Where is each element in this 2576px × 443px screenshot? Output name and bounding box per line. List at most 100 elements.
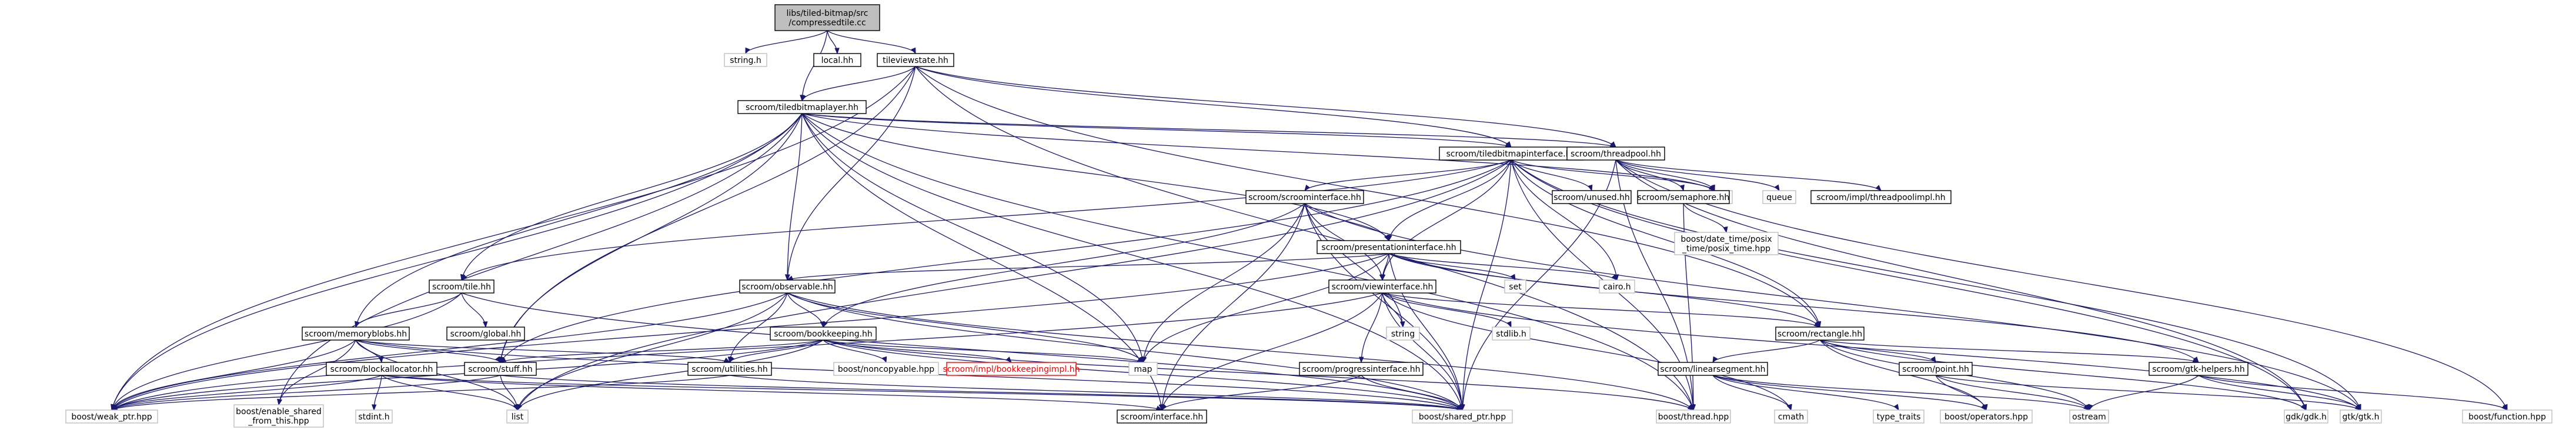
node-label: scroom/gtk-helpers.hh bbox=[2152, 365, 2245, 374]
node-utilities[interactable]: scroom/utilities.hh bbox=[687, 362, 772, 376]
node-string_h[interactable]: string.h bbox=[724, 53, 767, 67]
node-operators[interactable]: boost/operators.hpp bbox=[1940, 409, 2033, 424]
arrowhead-icon bbox=[1983, 404, 1988, 411]
node-presentationinterface[interactable]: scroom/presentationinterface.hh bbox=[1317, 240, 1461, 254]
arrowhead-icon bbox=[1875, 185, 1882, 191]
node-posix_time[interactable]: boost/date_time/posix_time/posix_time.hp… bbox=[1674, 232, 1779, 255]
edge-bookkeeping-to-map bbox=[823, 339, 1144, 363]
node-label: stdint.h bbox=[358, 412, 389, 422]
edge-tiledbitmaplayer-to-shared_ptr bbox=[801, 113, 1463, 411]
node-local_hh[interactable]: local.hh bbox=[813, 53, 861, 67]
node-label: scroom/unused.hh bbox=[1553, 193, 1630, 202]
edge-gtkhelpers-to-gtk bbox=[2198, 375, 2361, 411]
edge-presentationinterface-to-observable bbox=[787, 253, 1389, 281]
edge-memoryblobs-to-stuff bbox=[355, 339, 501, 363]
node-rectangle[interactable]: scroom/rectangle.hh bbox=[1775, 327, 1865, 341]
node-tiledbitmaplayer[interactable]: scroom/tiledbitmaplayer.hh bbox=[737, 100, 867, 114]
node-weak_ptr[interactable]: boost/weak_ptr.hpp bbox=[65, 409, 158, 424]
node-scroominterface[interactable]: scroom/scroominterface.hh bbox=[1245, 190, 1364, 204]
arrowhead-icon bbox=[2356, 404, 2361, 411]
node-tileviewstate[interactable]: tileviewstate.hh bbox=[877, 53, 954, 67]
arrowhead-icon bbox=[483, 321, 488, 328]
node-observable[interactable]: scroom/observable.hh bbox=[739, 279, 836, 294]
edge-viewinterface-to-weak_ptr bbox=[111, 292, 1383, 411]
node-unused[interactable]: scroom/unused.hh bbox=[1552, 190, 1632, 204]
node-set[interactable]: set bbox=[1504, 279, 1526, 294]
node-string[interactable]: string bbox=[1386, 327, 1420, 341]
node-list[interactable]: list bbox=[506, 409, 529, 424]
node-linearsegment[interactable]: scroom/linearsegment.hh bbox=[1658, 362, 1768, 376]
arrowhead-icon bbox=[355, 321, 360, 328]
node-thread[interactable]: boost/thread.hpp bbox=[1656, 409, 1731, 424]
node-map[interactable]: map bbox=[1128, 362, 1158, 376]
edge-viewinterface-to-stdlib bbox=[1382, 292, 1512, 328]
node-tile[interactable]: scroom/tile.hh bbox=[429, 279, 495, 294]
edge-tile-to-memoryblobs bbox=[355, 292, 462, 328]
arrowhead-icon bbox=[499, 357, 507, 363]
node-queue[interactable]: queue bbox=[1762, 190, 1796, 204]
node-label: boost/operators.hpp bbox=[1944, 412, 2028, 422]
node-bookkeeping[interactable]: scroom/bookkeeping.hh bbox=[770, 327, 877, 341]
edge-linearsegment-to-cmath bbox=[1712, 375, 1792, 411]
node-threadpoolimpl[interactable]: scroom/impl/threadpoolimpl.hh bbox=[1810, 190, 1952, 204]
edge-utilities-to-weak_ptr bbox=[111, 375, 730, 411]
arrowhead-icon bbox=[882, 356, 887, 364]
node-stuff[interactable]: scroom/stuff.hh bbox=[464, 362, 537, 376]
node-cairo[interactable]: cairo.h bbox=[1599, 279, 1635, 294]
node-tiledbitmapinterface[interactable]: scroom/tiledbitmapinterface.hh bbox=[1439, 146, 1583, 161]
node-box bbox=[1674, 232, 1779, 255]
node-function[interactable]: boost/function.hpp bbox=[2462, 409, 2552, 424]
node-box bbox=[1552, 190, 1632, 204]
node-box bbox=[724, 53, 767, 67]
edge-point-to-gtk bbox=[1935, 375, 2361, 411]
node-memoryblobs[interactable]: scroom/memoryblobs.hh bbox=[302, 327, 410, 341]
node-box bbox=[770, 327, 877, 341]
node-box bbox=[1245, 190, 1364, 204]
node-label: scroom/progressinterface.hh bbox=[1302, 365, 1421, 374]
edge-tiledbitmaplayer-to-weak_ptr bbox=[111, 113, 803, 411]
node-threadpool[interactable]: scroom/threadpool.hh bbox=[1566, 146, 1665, 161]
node-shared_ptr[interactable]: boost/shared_ptr.hpp bbox=[1412, 409, 1513, 424]
node-interface[interactable]: scroom/interface.hh bbox=[1117, 409, 1207, 424]
edge-tiledbitmaplayer-to-enable_shared bbox=[278, 113, 803, 405]
node-ostream[interactable]: ostream bbox=[2069, 409, 2109, 424]
node-box bbox=[1873, 409, 1925, 424]
node-label: scroom/viewinterface.hh bbox=[1332, 282, 1434, 292]
node-enable_shared[interactable]: boost/enable_shared_from_this.hpp bbox=[233, 404, 324, 428]
node-label: boost/thread.hpp bbox=[1658, 412, 1729, 422]
node-viewinterface[interactable]: scroom/viewinterface.hh bbox=[1328, 279, 1436, 294]
edge-memoryblobs-to-utilities bbox=[355, 339, 730, 363]
node-box bbox=[1637, 190, 1730, 204]
arrowhead-icon bbox=[1458, 404, 1464, 411]
arrowhead-icon bbox=[1506, 321, 1512, 328]
arrowhead-icon bbox=[1304, 184, 1311, 192]
edge-presentationinterface-to-map bbox=[1142, 253, 1389, 363]
node-noncopyable[interactable]: boost/noncopyable.hpp bbox=[833, 362, 939, 376]
node-point[interactable]: scroom/point.hh bbox=[1899, 362, 1973, 376]
node-stdint[interactable]: stdint.h bbox=[355, 409, 393, 424]
node-bookkeepingimpl[interactable]: scroom/impl/bookkeepingimpl.hh bbox=[943, 362, 1080, 376]
node-box bbox=[737, 100, 867, 114]
edge-tile-to-weak_ptr bbox=[111, 292, 462, 411]
node-label: scroom/stuff.hh bbox=[468, 365, 532, 374]
node-global[interactable]: scroom/global.hh bbox=[446, 327, 525, 341]
edge-tiledbitmapinterface-to-scroominterface bbox=[1304, 159, 1512, 191]
node-gtk[interactable]: gtk/gtk.h bbox=[2340, 409, 2382, 424]
node-cmath[interactable]: cmath bbox=[1774, 409, 1808, 424]
edge-tiledbitmapinterface-to-gdk bbox=[1511, 159, 2307, 411]
arrowhead-icon bbox=[461, 274, 467, 281]
node-gdk[interactable]: gdk/gdk.h bbox=[2284, 409, 2328, 424]
node-blockallocator[interactable]: scroom/blockallocator.hh bbox=[326, 362, 437, 376]
node-stdlib[interactable]: stdlib.h bbox=[1492, 327, 1531, 341]
edge-blockallocator-to-shared_ptr bbox=[381, 375, 1463, 411]
node-gtkhelpers[interactable]: scroom/gtk-helpers.hh bbox=[2149, 362, 2248, 376]
node-semaphore[interactable]: scroom/semaphore.hh bbox=[1637, 190, 1730, 204]
edge-progressinterface-to-shared_ptr bbox=[1361, 375, 1463, 411]
arrowhead-icon bbox=[834, 48, 840, 55]
arrowhead-icon bbox=[1893, 404, 1899, 411]
node-progressinterface[interactable]: scroom/progressinterface.hh bbox=[1299, 362, 1424, 376]
node-root[interactable]: libs/tiled-bitmap/src/compressedtile.cc bbox=[774, 4, 880, 31]
node-box bbox=[1656, 409, 1731, 424]
node-type_traits[interactable]: type_traits bbox=[1873, 409, 1925, 424]
node-label: boost/date_time/posix bbox=[1680, 235, 1772, 244]
